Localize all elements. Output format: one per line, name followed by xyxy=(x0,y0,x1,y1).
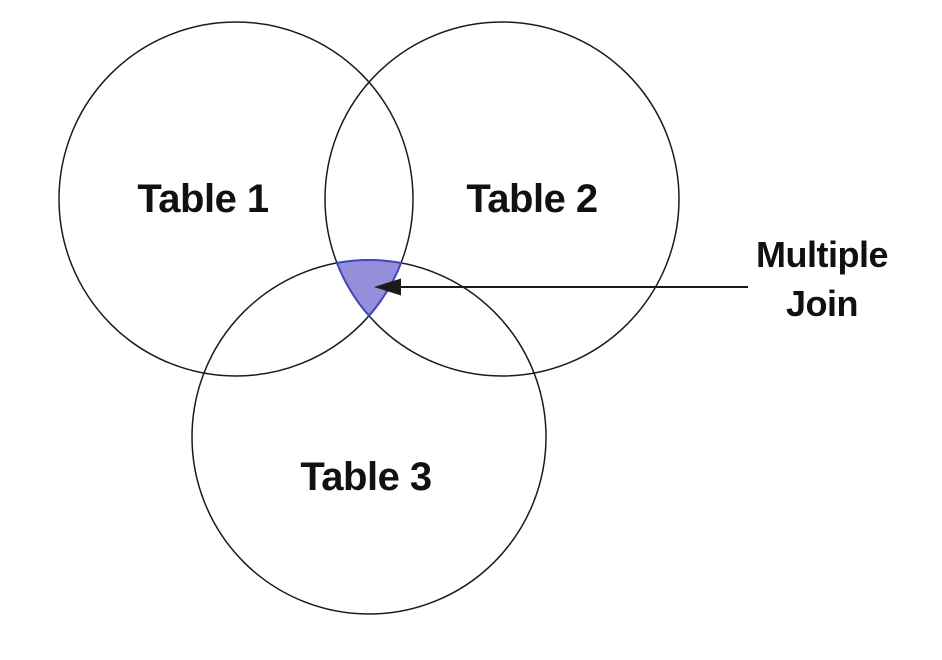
venn-circle-table-1 xyxy=(58,21,414,377)
venn-circle-table-2 xyxy=(324,21,680,377)
annotation-text-line-1: Multiple xyxy=(756,234,888,275)
circle-label-table-2: Table 2 xyxy=(466,177,597,221)
annotation-arrowhead-icon xyxy=(374,278,401,296)
annotation-text-line-2: Join xyxy=(786,283,858,324)
circle-label-table-3: Table 3 xyxy=(300,455,431,499)
circle-label-table-1: Table 1 xyxy=(137,177,269,221)
